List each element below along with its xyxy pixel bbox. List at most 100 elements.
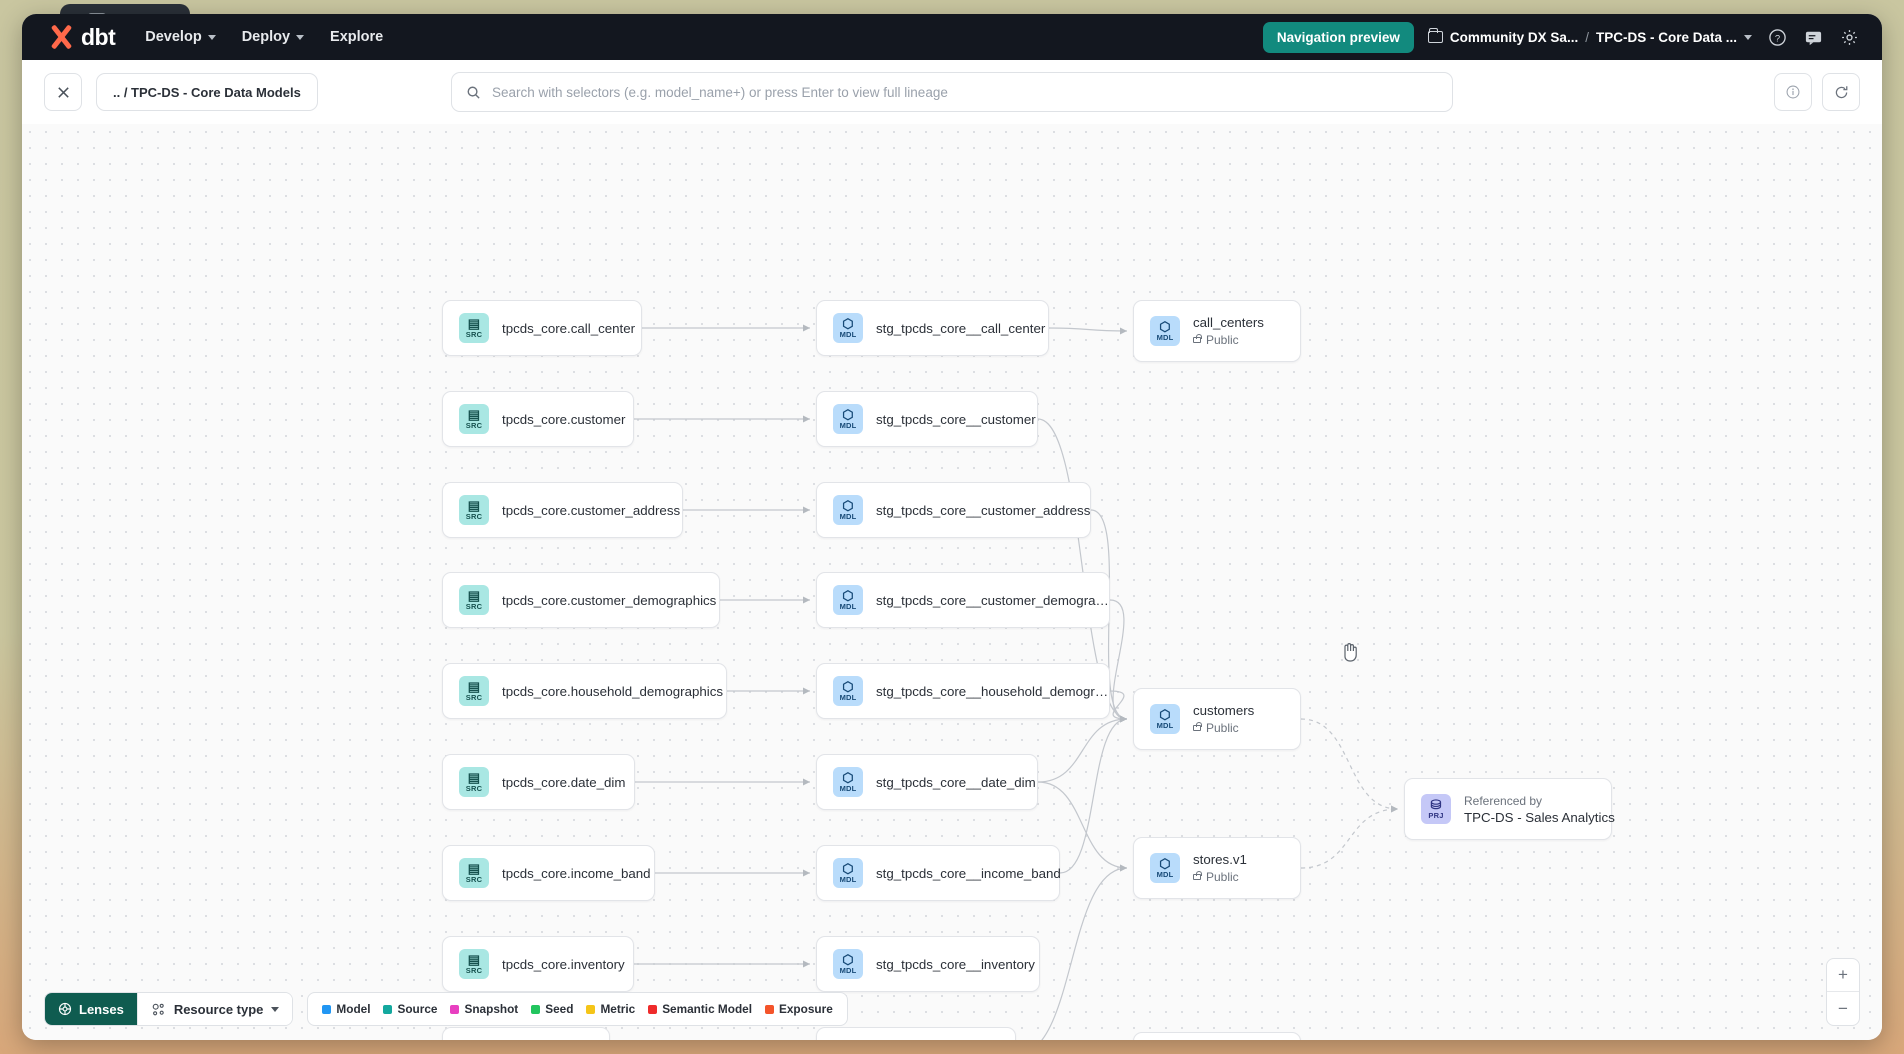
lenses-button[interactable]: Lenses (45, 993, 137, 1025)
node-text: tpcds_core.date_dim (502, 775, 625, 790)
node-label: Referenced by (1464, 793, 1543, 808)
app-window: dbt Develop Deploy Explore Navigation pr… (22, 14, 1882, 1040)
mdl-badge-icon: ⬡MDL (833, 767, 863, 797)
chevron-down-icon (207, 34, 216, 40)
node-label: tpcds_core.inventory (502, 956, 625, 972)
mdl-badge-icon: ⬡MDL (833, 676, 863, 706)
node-label: tpcds_core.call_center (502, 320, 636, 336)
node-label: stg_tpcds_core__call_center (876, 320, 1046, 336)
node-label: stg_tpcds_core__inventory (876, 956, 1035, 972)
lineage-node-src_income_band[interactable]: ▤SRC tpcds_core.income_band (442, 845, 655, 901)
node-text: tpcds_core.income_band (502, 866, 651, 881)
lock-icon (1193, 871, 1202, 880)
lineage-node-stg_household_demo[interactable]: ⬡MDL stg_tpcds_core__household_demogr… (816, 663, 1110, 719)
node-text: stg_tpcds_core__call_center (876, 321, 1045, 336)
node-text: stg_tpcds_core__customer_address (876, 503, 1090, 518)
folder-icon (1427, 28, 1443, 43)
search-input[interactable]: Search with selectors (e.g. model_name+)… (451, 72, 1453, 112)
nav-item-explore-label: Explore (330, 29, 384, 45)
legend-item[interactable]: Semantic Model (648, 1002, 752, 1016)
zoom-in-button[interactable]: + (1827, 959, 1859, 992)
legend-item[interactable]: Exposure (765, 1002, 833, 1016)
legend-swatch (765, 1004, 774, 1014)
node-text: stg_tpcds_core__customer (876, 412, 1036, 427)
lock-icon (1193, 722, 1202, 731)
node-label: call_centers (1193, 315, 1264, 330)
nav-item-develop[interactable]: Develop (145, 29, 216, 45)
lineage-edges (633, 324, 1399, 1040)
svg-text:?: ? (1774, 33, 1779, 44)
node-text: stg_tpcds_core__inventory (876, 957, 1035, 972)
brand-name: dbt (81, 23, 116, 50)
breadcrumb-project[interactable]: TPC-DS - Core Data ... (1595, 29, 1737, 45)
node-label: tpcds_core.customer_address (502, 502, 681, 518)
top-navigation-bar: dbt Develop Deploy Explore Navigation pr… (22, 14, 1882, 60)
chevron-down-icon[interactable] (1744, 34, 1752, 40)
node-label: tpcds_core.household_demographics (502, 683, 724, 699)
legend-item[interactable]: Seed (531, 1002, 573, 1016)
help-icon[interactable]: ? (1766, 26, 1788, 48)
close-button[interactable] (44, 73, 82, 111)
lineage-edge (1037, 418, 1128, 723)
legend-item[interactable]: Metric (586, 1002, 635, 1016)
legend-swatch (648, 1004, 658, 1014)
legend-item[interactable]: Source (383, 1002, 437, 1016)
src-badge-icon: ▤SRC (459, 585, 489, 615)
legend-swatch (531, 1004, 541, 1014)
legend-label: Model (336, 1002, 371, 1016)
nav-item-deploy[interactable]: Deploy (242, 29, 305, 45)
search-placeholder: Search with selectors (e.g. model_name+)… (492, 84, 948, 100)
src-badge-icon: ▤SRC (459, 858, 489, 888)
navigation-preview-button[interactable]: Navigation preview (1262, 21, 1414, 53)
breadcrumb-account[interactable]: Community DX Sa... (1449, 29, 1579, 45)
resource-type-dropdown[interactable]: Resource type (136, 993, 293, 1025)
refresh-icon[interactable] (1822, 73, 1860, 111)
node-text: stg_tpcds_core__household_demogr… (876, 684, 1108, 699)
node-label: tpcds_core.customer (502, 411, 626, 427)
mdl-badge-icon: ⬡MDL (1150, 316, 1180, 346)
legend-swatch (450, 1004, 460, 1014)
node-text: tpcds_core.call_center (502, 321, 635, 336)
feedback-icon[interactable] (1802, 26, 1824, 48)
settings-gear-icon[interactable] (1838, 26, 1860, 48)
info-icon[interactable] (1774, 73, 1812, 111)
nav-item-explore[interactable]: Explore (330, 29, 383, 45)
legend-item[interactable]: Model (322, 1002, 370, 1016)
lineage-breadcrumb-pill[interactable]: .. / TPC-DS - Core Data Models (96, 73, 318, 111)
legend-swatch (322, 1004, 332, 1014)
legend-item[interactable]: Snapshot (450, 1002, 518, 1016)
zoom-out-button[interactable]: − (1838, 998, 1848, 1018)
node-access-badge: Public (1193, 721, 1254, 735)
nav-item-develop-label: Develop (145, 29, 202, 45)
dbt-logo[interactable]: dbt (38, 23, 116, 51)
node-label: stores.v1 (1193, 852, 1247, 867)
node-label: tpcds_core.income_band (502, 865, 651, 881)
legend-label: Metric (600, 1002, 636, 1016)
